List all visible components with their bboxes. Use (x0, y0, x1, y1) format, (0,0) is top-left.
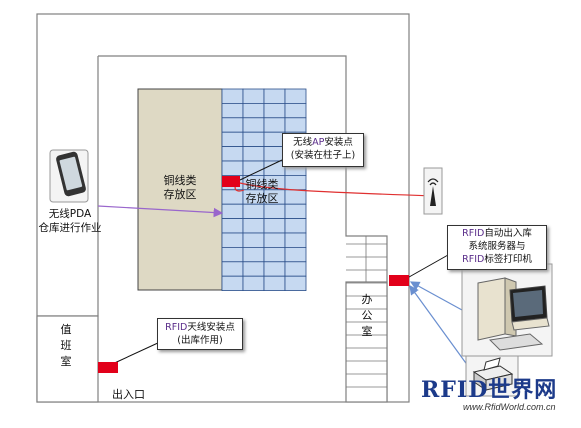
outer-wall (36, 13, 410, 403)
rfid-server-callout-line3: RFID标签打印机 (448, 253, 546, 266)
pda-arrow (97, 205, 224, 218)
ap-install-point (222, 176, 240, 187)
shelf-cell (242, 131, 265, 147)
shelf-cell (242, 218, 265, 234)
shelf-cell (221, 232, 244, 248)
shelf-cell (263, 117, 286, 133)
copper-zone-right-label: 铜线类 存放区 (236, 178, 288, 206)
office-label: 办公室 (361, 293, 373, 338)
shelf-cell (221, 218, 244, 234)
shelf-cell (221, 103, 244, 119)
shelf-cell (284, 261, 307, 277)
shelf-cell (284, 174, 307, 191)
office-outline (345, 281, 388, 403)
computer-arrow-1 (409, 281, 463, 311)
rfid-antenna-callout: RFID天线安装点 (出库作用) (157, 318, 243, 350)
shelf-cell (263, 203, 286, 219)
rfid-antenna-highlight: RFID (165, 322, 188, 333)
pda-label-text: 无线PDA 仓库进行作业 (38, 208, 102, 234)
shelf-cell (221, 117, 244, 133)
shelf-cell (263, 232, 286, 248)
antenna-install-point (98, 362, 118, 373)
shelf-cell (242, 232, 265, 248)
ap-callout-line2: (安装在柱子上) (290, 150, 356, 161)
rfidworld-watermark: RFID世界网 www.RfidWorld.com.cn (421, 372, 571, 422)
shelf-cell (284, 232, 307, 248)
rfid-server-highlight-1: RFID (462, 228, 485, 239)
shelf-cell (284, 189, 307, 205)
copper-zone-left (137, 88, 223, 291)
shelf-cell (242, 146, 265, 162)
rfid-antenna-callout-line1: RFID天线安装点 (158, 321, 242, 334)
copper-zone-left-text: 铜线类 存放区 (163, 174, 197, 201)
duty-room-label: 值班室 (60, 323, 72, 368)
server-install-point (389, 275, 409, 286)
ap-signal-line (239, 182, 434, 197)
shelf-cell (284, 275, 307, 292)
copper-zone-left-label: 铜线类 存放区 (152, 174, 208, 202)
rfid-server-suffix-2: 标签打印机 (484, 254, 532, 265)
ap-callout-highlight: AP (312, 137, 325, 148)
rfid-server-suffix-1: 自动出入库 (484, 228, 532, 239)
shelf-cell (221, 246, 244, 263)
pda-label: 无线PDA 仓库进行作业 (38, 207, 102, 235)
shelf-cell (242, 88, 265, 104)
shelf-cell (263, 88, 286, 104)
shelf-cell (263, 103, 286, 119)
corridor-grid (346, 236, 387, 388)
server-callout-pointer (401, 254, 449, 282)
ap-callout-pointer (239, 159, 283, 181)
computer-arrow-2 (409, 285, 469, 367)
shelf-cell (284, 218, 307, 234)
shelf-cell (263, 261, 286, 277)
watermark-logo: RFID世界网 (421, 377, 558, 403)
ap-callout-suffix: 安装点 (324, 137, 353, 148)
shelf-cell (221, 146, 244, 162)
shelf-cell (221, 275, 244, 292)
copper-zone-right-text: 铜线类 存放区 (245, 178, 279, 205)
rfid-server-callout-line1: RFID自动出入库 (448, 227, 546, 240)
shelf-cell (242, 275, 265, 292)
shelf-cell (221, 131, 244, 147)
rfid-antenna-suffix: 天线安装点 (187, 322, 235, 333)
pda-device-icon (49, 149, 89, 203)
shelf-cell (263, 218, 286, 234)
shelf-cell (263, 275, 286, 292)
shelf-cell (284, 203, 307, 219)
shelf-cell (221, 261, 244, 277)
shelf-cell (284, 103, 307, 119)
duty-room-outline (36, 315, 99, 403)
label-printer-icon (465, 355, 519, 397)
shelf-cell (284, 117, 307, 133)
shelf-cell (221, 160, 244, 176)
shelf-cell (242, 246, 265, 263)
server-computer-icon (461, 263, 553, 357)
shelf-cell (242, 261, 265, 277)
ap-callout-prefix: 无线 (293, 137, 313, 148)
shelf-cell (263, 246, 286, 263)
rfid-server-callout-line2: 系统服务器与 (468, 241, 526, 252)
shelf-cell (221, 88, 244, 104)
shelf-cell (284, 246, 307, 263)
rfid-server-callout: RFID自动出入库 系统服务器与 RFID标签打印机 (447, 225, 547, 270)
shelf-cell (242, 117, 265, 133)
ap-callout-line1: 无线AP安装点 (283, 136, 363, 149)
watermark-url: www.RfidWorld.com.cn (463, 402, 556, 412)
ap-callout: 无线AP安装点 (安装在柱子上) (282, 133, 364, 167)
shelf-cell (221, 203, 244, 219)
rfid-antenna-callout-line2: (出库作用) (177, 335, 223, 346)
rfid-server-highlight-2: RFID (462, 254, 485, 265)
wireless-ap-icon (423, 167, 443, 215)
shelf-cell (242, 103, 265, 119)
shelf-cell (242, 203, 265, 219)
entrance-label: 出入口 (112, 388, 145, 401)
shelf-cell (284, 88, 307, 104)
